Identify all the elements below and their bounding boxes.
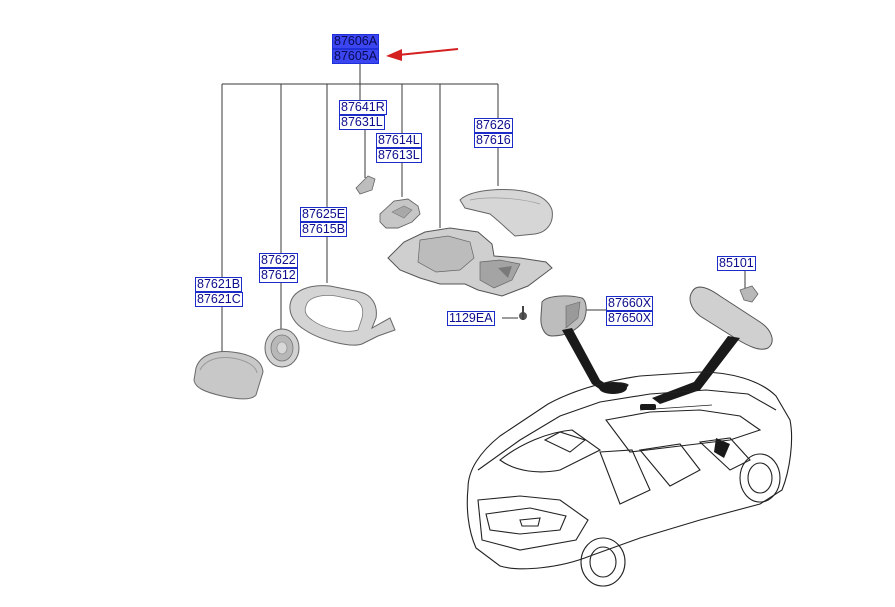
part-label-87615b[interactable]: 87615B (300, 222, 348, 237)
part-label-87606a[interactable]: 87606A (332, 34, 380, 49)
leader-lines (221, 64, 746, 352)
part-label-87622[interactable]: 87622 (259, 253, 298, 268)
vehicle-illustration (466, 371, 793, 587)
screw-part (519, 306, 527, 320)
mirror-base-assembly-part (387, 227, 553, 297)
cap-part (355, 175, 376, 195)
part-label-87612[interactable]: 87612 (259, 268, 298, 283)
inner-cover-part (540, 295, 587, 337)
part-label-87631l[interactable]: 87631L (339, 115, 385, 130)
vehicle-mirror-highlight (599, 382, 656, 410)
part-label-87626[interactable]: 87626 (474, 118, 513, 133)
location-pointers (562, 328, 740, 458)
part-label-85101[interactable]: 85101 (717, 256, 756, 271)
part-label-1129ea[interactable]: 1129EA (447, 311, 495, 326)
mirror-glass-part (193, 351, 264, 400)
part-label-87614l[interactable]: 87614L (376, 133, 422, 148)
mirror-housing-part (289, 285, 396, 346)
indicator-arrow (386, 48, 459, 61)
part-label-87613l[interactable]: 87613L (376, 148, 422, 163)
bracket-part (379, 198, 421, 229)
part-label-87625e[interactable]: 87625E (300, 207, 348, 222)
rear-view-mirror-part (689, 285, 773, 350)
part-label-87605a[interactable]: 87605A (332, 49, 380, 64)
part-label-87641r[interactable]: 87641R (339, 100, 387, 115)
part-label-87650x[interactable]: 87650X (606, 311, 654, 326)
part-label-87621b[interactable]: 87621B (195, 277, 243, 292)
actuator-part (264, 328, 300, 368)
part-label-87660x[interactable]: 87660X (606, 296, 654, 311)
part-label-87621c[interactable]: 87621C (195, 292, 243, 307)
part-label-87616[interactable]: 87616 (474, 133, 513, 148)
mirror-cover-part (459, 189, 553, 237)
